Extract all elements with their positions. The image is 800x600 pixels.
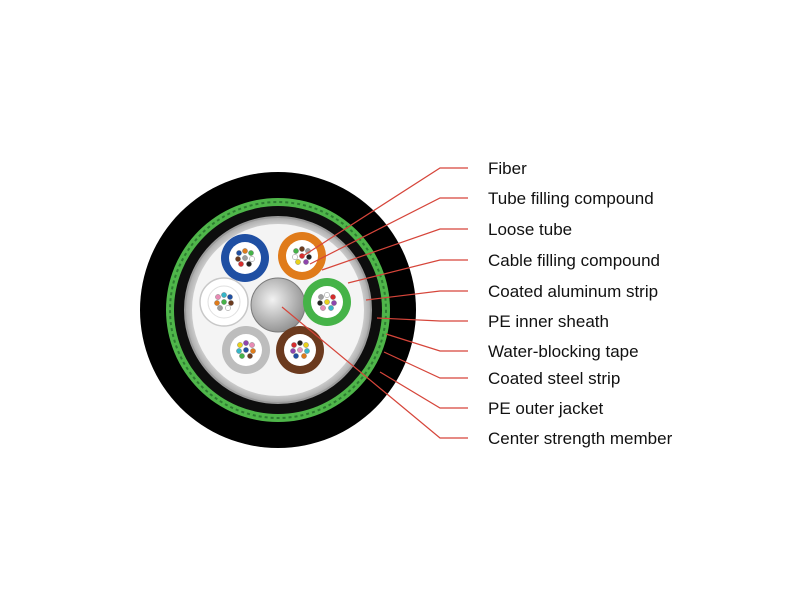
fiber-strand [291, 342, 297, 348]
leader-line-center-strength-member [281, 306, 468, 439]
fiber-strand [290, 348, 296, 354]
labels: Fiber Tube filling compound Loose tube C… [488, 159, 673, 448]
fiber-strand [217, 305, 223, 311]
leader-line-pe-inner-sheath [376, 317, 468, 322]
fiber-strand [331, 300, 337, 306]
fiber-strand [246, 261, 252, 267]
fiber-strand [227, 294, 233, 300]
coated-steel-strip-ring [169, 201, 387, 419]
fiber-strand [293, 353, 299, 359]
fiber-strand [242, 248, 248, 254]
leader-lines [281, 167, 468, 439]
label-coated-steel-strip: Coated steel strip [488, 369, 620, 388]
fiber-strand [248, 250, 254, 256]
leader-line-coated-steel-strip [383, 351, 468, 379]
fiber-strand [237, 342, 243, 348]
fiber-strand [320, 305, 326, 311]
fiber-strand [303, 342, 309, 348]
label-water-blocking-tape: Water-blocking tape [488, 342, 639, 361]
cable-rings [140, 172, 416, 448]
fibers [214, 246, 337, 359]
label-cable-filling-compound: Cable filling compound [488, 251, 660, 270]
label-pe-inner-sheath: PE inner sheath [488, 312, 609, 331]
fiber-strand [242, 255, 248, 261]
leader-line-fiber [302, 167, 468, 257]
fiber-strand [301, 353, 307, 359]
leader-line-tube-filling-compound [309, 197, 468, 265]
fiber-strand [243, 340, 249, 346]
fiber-strand [239, 353, 245, 359]
fiber-strand [328, 305, 334, 311]
center-strength-member [250, 277, 306, 333]
fiber-strand [214, 300, 220, 306]
leader-line-coated-aluminum-strip [365, 290, 468, 301]
fiber-strand [243, 347, 249, 353]
fiber-strand [297, 340, 303, 346]
label-pe-outer-jacket: PE outer jacket [488, 399, 604, 418]
fiber-strand [318, 294, 324, 300]
fiber-strand [238, 261, 244, 267]
fiber-strand [303, 259, 309, 265]
fiber-strand [299, 246, 305, 252]
fiber-strand [221, 299, 227, 305]
fiber-strand [330, 294, 336, 300]
fiber-strand [304, 348, 310, 354]
fiber-strand [225, 305, 231, 311]
fiber-strand [249, 256, 255, 262]
leader-line-loose-tube [321, 228, 468, 271]
leader-line-cable-filling-compound [347, 259, 468, 284]
fiber-strand [249, 342, 255, 348]
fiber-strand [306, 254, 312, 260]
label-coated-aluminum-strip: Coated aluminum strip [488, 282, 658, 301]
fiber-strand [293, 248, 299, 254]
fiber-strand [215, 294, 221, 300]
fiber-strand [292, 254, 298, 260]
fiber-strand [324, 299, 330, 305]
fiber-strand [221, 292, 227, 298]
fiber-strand [236, 250, 242, 256]
label-center-strength-member: Center strength member [488, 429, 673, 448]
fiber-strand [235, 256, 241, 262]
label-loose-tube: Loose tube [488, 220, 572, 239]
leader-line-water-blocking-tape [385, 333, 468, 352]
fiber-strand [250, 348, 256, 354]
fiber-strand [295, 259, 301, 265]
leader-line-pe-outer-jacket [379, 371, 468, 409]
fiber-strand [299, 253, 305, 259]
fiber-strand [247, 353, 253, 359]
fiber-strand [228, 300, 234, 306]
fiber-strand [324, 292, 330, 298]
label-tube-filling-compound: Tube filling compound [488, 189, 654, 208]
fiber-strand [297, 347, 303, 353]
fiber-strand [317, 300, 323, 306]
fiber-strand [236, 348, 242, 354]
label-fiber: Fiber [488, 159, 527, 178]
